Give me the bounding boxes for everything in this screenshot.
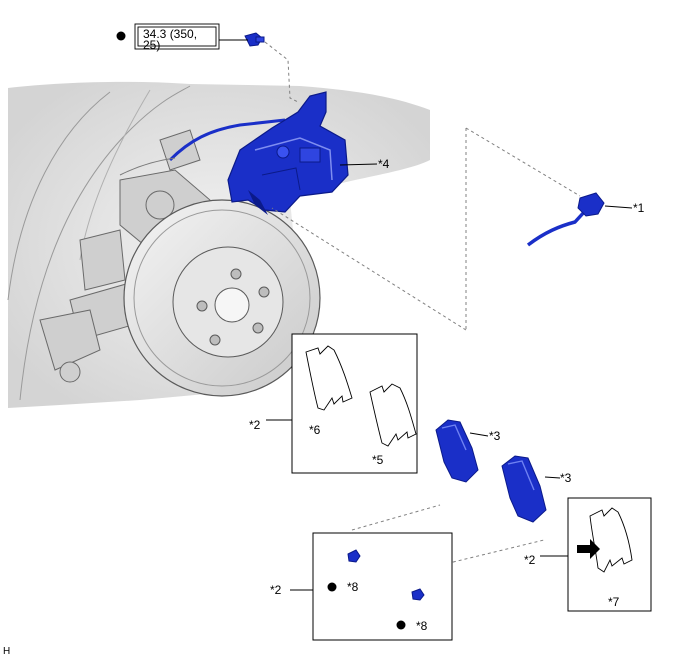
wire-harness: [526, 192, 605, 247]
label-pad-3-lower: *3: [560, 471, 572, 485]
brake-pad-upper: [435, 419, 479, 483]
label-shim-group-2-right: *2: [524, 553, 536, 567]
dashed-leaders: [264, 41, 581, 573]
torque-value-line2: 25): [143, 38, 160, 52]
label-wire-harness-1: *1: [633, 201, 645, 215]
footer-code: H: [3, 646, 10, 657]
label-caliper-4: *4: [378, 157, 390, 171]
caliper-bolt: [244, 32, 265, 47]
anti-squeal-shim-5: [369, 383, 417, 447]
label-pad-3-upper: *3: [489, 429, 501, 443]
pad-clip-upper: [347, 549, 361, 563]
anti-squeal-shim-6: [305, 345, 353, 411]
shim-kit-box-upper: [291, 333, 418, 474]
anti-squeal-shim-7: [589, 507, 633, 573]
clip-kit-box: [312, 532, 453, 641]
brake-caliper: [227, 91, 349, 215]
callout-labels: *4 *1 *2 *6 *5 *3 *3 *2 *7 *2 *8 *8 H: [3, 157, 645, 657]
label-clip-8-lower: *8: [416, 619, 428, 633]
torque-spec-box: 34.3 (350, 25): [116, 23, 220, 52]
brake-pad-lower: [501, 455, 547, 523]
label-shim-6: *6: [309, 423, 321, 437]
bullet-dot-icon: [396, 620, 406, 630]
suspension: [39, 129, 211, 383]
shim-kit-box-right: [567, 497, 652, 612]
brake-disc: [123, 199, 321, 397]
torque-value-line1: 34.3 (350,: [143, 27, 197, 41]
label-shim-group-2-top: *2: [249, 418, 261, 432]
label-shim-5: *5: [372, 453, 384, 467]
brake-hose: [168, 118, 286, 162]
label-shim-7: *7: [608, 595, 620, 609]
bullet-dot-icon: [116, 31, 126, 41]
bullet-dot-icon: [327, 582, 337, 592]
direction-arrow-icon: [577, 539, 600, 559]
pad-clip-lower: [411, 588, 425, 601]
label-clip-8-upper: *8: [347, 580, 359, 594]
label-shim-group-2-bottom: *2: [270, 583, 282, 597]
